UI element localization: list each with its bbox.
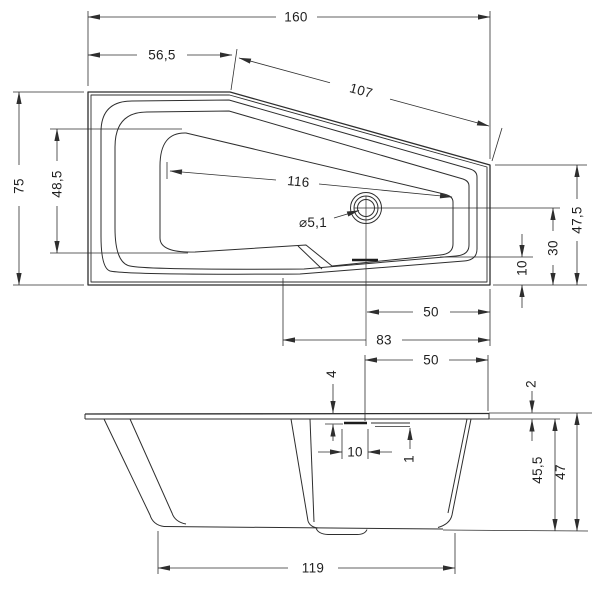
- dim-straight-top-edge: 56,5: [87, 48, 238, 91]
- dim-overall-width-label: 75: [12, 178, 27, 194]
- dim-straight-top-edge-label: 56,5: [148, 48, 175, 63]
- dim-overall-width: 75: [12, 91, 84, 286]
- rim-top-line: [84, 412, 490, 415]
- dim-overall-length: 160: [87, 10, 491, 159]
- dim-rim-thickness-label: 2: [524, 380, 539, 388]
- dim-basin-width-left-label: 48,5: [50, 170, 65, 197]
- drain-symbol: [350, 192, 382, 224]
- seat-edge-line: [297, 245, 323, 270]
- dim-seat-to-right-edge-label: 83: [376, 333, 392, 348]
- dim-seat-to-right-edge: 83: [282, 278, 491, 348]
- dim-slot-to-right-edge-label: 50: [423, 353, 439, 368]
- dim-body-height: 45,5: [530, 418, 558, 532]
- dim-rim-to-slot-drop-label: 4: [324, 370, 339, 378]
- dim-drain-to-bottom-edge-label: 30: [546, 240, 561, 256]
- dim-body-height-label: 45,5: [530, 456, 545, 483]
- dim-rim-width-bottom-right-label: 10: [515, 260, 530, 276]
- side-view: 50 4 10 1 2 4: [84, 353, 592, 576]
- drain-bump: [315, 527, 368, 535]
- basin-top-contour: [114, 110, 470, 270]
- dim-ledge-step-label: 1: [402, 455, 417, 463]
- dim-diagonal-edge: 107: [238, 57, 503, 162]
- dim-overflow-slot-width-label: 10: [347, 445, 363, 460]
- dim-drain-diameter: ⌀5,1: [299, 210, 360, 230]
- floor-extension: [442, 529, 589, 532]
- rim-inner-contour: [100, 99, 478, 275]
- dim-slot-to-right-edge: 50: [364, 353, 489, 421]
- dim-rim-width-bottom-right: 10: [440, 234, 533, 308]
- dim-basin-length-label: 116: [287, 173, 311, 190]
- dim-basin-length: 116: [166, 162, 453, 199]
- mid-edge-1: [290, 418, 309, 522]
- dim-drain-to-right-edge: 50: [366, 289, 491, 346]
- dim-diagonal-edge-label: 107: [348, 80, 375, 101]
- dim-total-height-label: 47: [553, 464, 568, 480]
- right-inner-slant: [447, 418, 468, 514]
- dim-drain-to-right-edge-label: 50: [423, 305, 439, 320]
- dim-base-length: 119: [157, 531, 456, 576]
- dim-rim-thickness: 2: [524, 380, 539, 441]
- left-inner-slant: [129, 418, 187, 525]
- dim-total-height: 47: [553, 412, 580, 532]
- mid-edge-2: [309, 418, 315, 523]
- dim-right-end-width: 47,5: [493, 164, 587, 286]
- dim-base-length-label: 119: [302, 561, 324, 576]
- top-view: 160 56,5 107 75: [12, 10, 587, 348]
- dim-drain-to-bottom-edge: 30: [546, 207, 561, 286]
- mid-dip: [307, 520, 319, 529]
- dim-rim-to-slot-drop: 4: [324, 370, 343, 441]
- bottom-edge: [163, 526, 444, 530]
- dim-overflow-slot-width: 10: [318, 429, 392, 460]
- dim-right-end-width-label: 47,5: [570, 206, 585, 233]
- right-outer-slant: [437, 418, 472, 528]
- tub-outer-outline-inner: [90, 94, 488, 283]
- dim-overall-length-label: 160: [284, 10, 307, 25]
- dim-ledge-step: 1: [402, 427, 417, 463]
- dim-basin-width-left: 48,5: [50, 128, 188, 254]
- basin-floor-contour: [159, 132, 454, 267]
- left-outer-slant: [103, 418, 165, 527]
- dim-drain-diameter-label: ⌀5,1: [299, 215, 327, 230]
